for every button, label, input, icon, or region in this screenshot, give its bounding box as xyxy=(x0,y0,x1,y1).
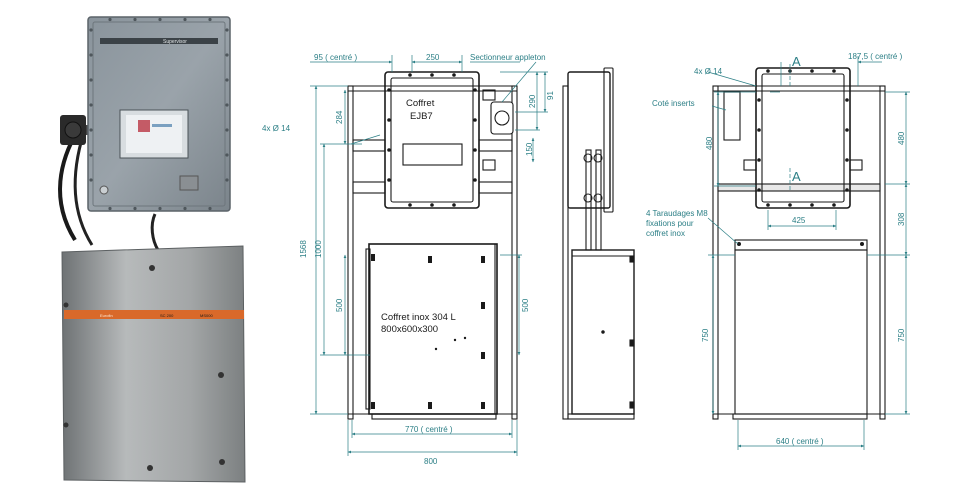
svg-text:Eurofin: Eurofin xyxy=(100,313,113,318)
upper-box-brand: Supervisor xyxy=(163,39,187,45)
lower-cabinet: Eurofin SC 200 MS000 xyxy=(61,245,246,483)
dim-187-5: 187,5 ( centré ) xyxy=(848,52,903,61)
label-tapping-line2: fixations pour xyxy=(646,219,694,228)
dim-290: 290 xyxy=(528,94,537,108)
front-view-text: Coffret EJB7 Coffret inox 304 L 800x600x… xyxy=(381,98,456,335)
section-marker-bottom: A xyxy=(792,169,801,184)
dim-640: 640 ( centré ) xyxy=(776,437,824,446)
dim-top-width: 250 xyxy=(426,53,440,62)
dim-308: 308 xyxy=(897,212,906,226)
section-marker-top: A xyxy=(792,54,801,69)
rear-view-dimensions xyxy=(707,56,910,450)
dim-770: 770 ( centré ) xyxy=(405,425,453,434)
rear-view xyxy=(712,67,886,420)
label-tapping-line3: coffret inox xyxy=(646,229,685,238)
label-tapping-line1: 4 Taraudages M8 xyxy=(646,209,708,218)
side-view xyxy=(562,67,635,420)
coffret-ejb-line2: EJB7 xyxy=(410,111,433,122)
label-disconnector: Sectionneur appleton xyxy=(470,53,546,62)
dim-500-right: 500 xyxy=(521,298,530,312)
dim-150: 150 xyxy=(525,142,534,156)
dim-1000: 1000 xyxy=(314,240,323,258)
lower-box-code-right: MS000 xyxy=(200,313,213,318)
rear-holes-label: 4x Ø 14 xyxy=(694,67,723,76)
dim-800: 800 xyxy=(424,457,438,466)
dim-425: 425 xyxy=(792,216,806,225)
rear-view-dimension-text: 4x Ø 14 A A 187,5 ( centré ) Coté insert… xyxy=(646,52,906,446)
rear-view-bolts xyxy=(737,69,864,246)
coffret-ejb-line1: Coffret xyxy=(406,98,435,109)
product-photo: Supervisor Eurofin SC xyxy=(58,16,246,483)
front-view-dimensions xyxy=(310,55,548,456)
dim-750-right: 750 xyxy=(897,328,906,342)
dim-91: 91 xyxy=(546,91,555,100)
coffret-inox-line1: Coffret inox 304 L xyxy=(381,312,456,323)
front-view xyxy=(347,71,518,420)
dim-480-right: 480 xyxy=(897,131,906,145)
dim-1568: 1568 xyxy=(299,240,308,258)
dim-top-offset: 95 ( centré ) xyxy=(314,53,357,62)
front-view-bolts xyxy=(371,73,485,409)
lower-box-code-left: SC 200 xyxy=(160,313,174,318)
label-inserts: Coté inserts xyxy=(652,99,695,108)
dim-750-left: 750 xyxy=(701,328,710,342)
dim-500-left: 500 xyxy=(335,298,344,312)
front-view-dimension-text: 95 ( centré ) 250 Sectionneur appleton 4… xyxy=(262,53,555,466)
dim-480-left: 480 xyxy=(705,136,714,150)
coffret-inox-line2: 800x600x300 xyxy=(381,324,438,335)
front-holes-label: 4x Ø 14 xyxy=(262,124,291,133)
upper-enclosure: Supervisor xyxy=(87,16,231,212)
dim-284: 284 xyxy=(335,110,344,124)
